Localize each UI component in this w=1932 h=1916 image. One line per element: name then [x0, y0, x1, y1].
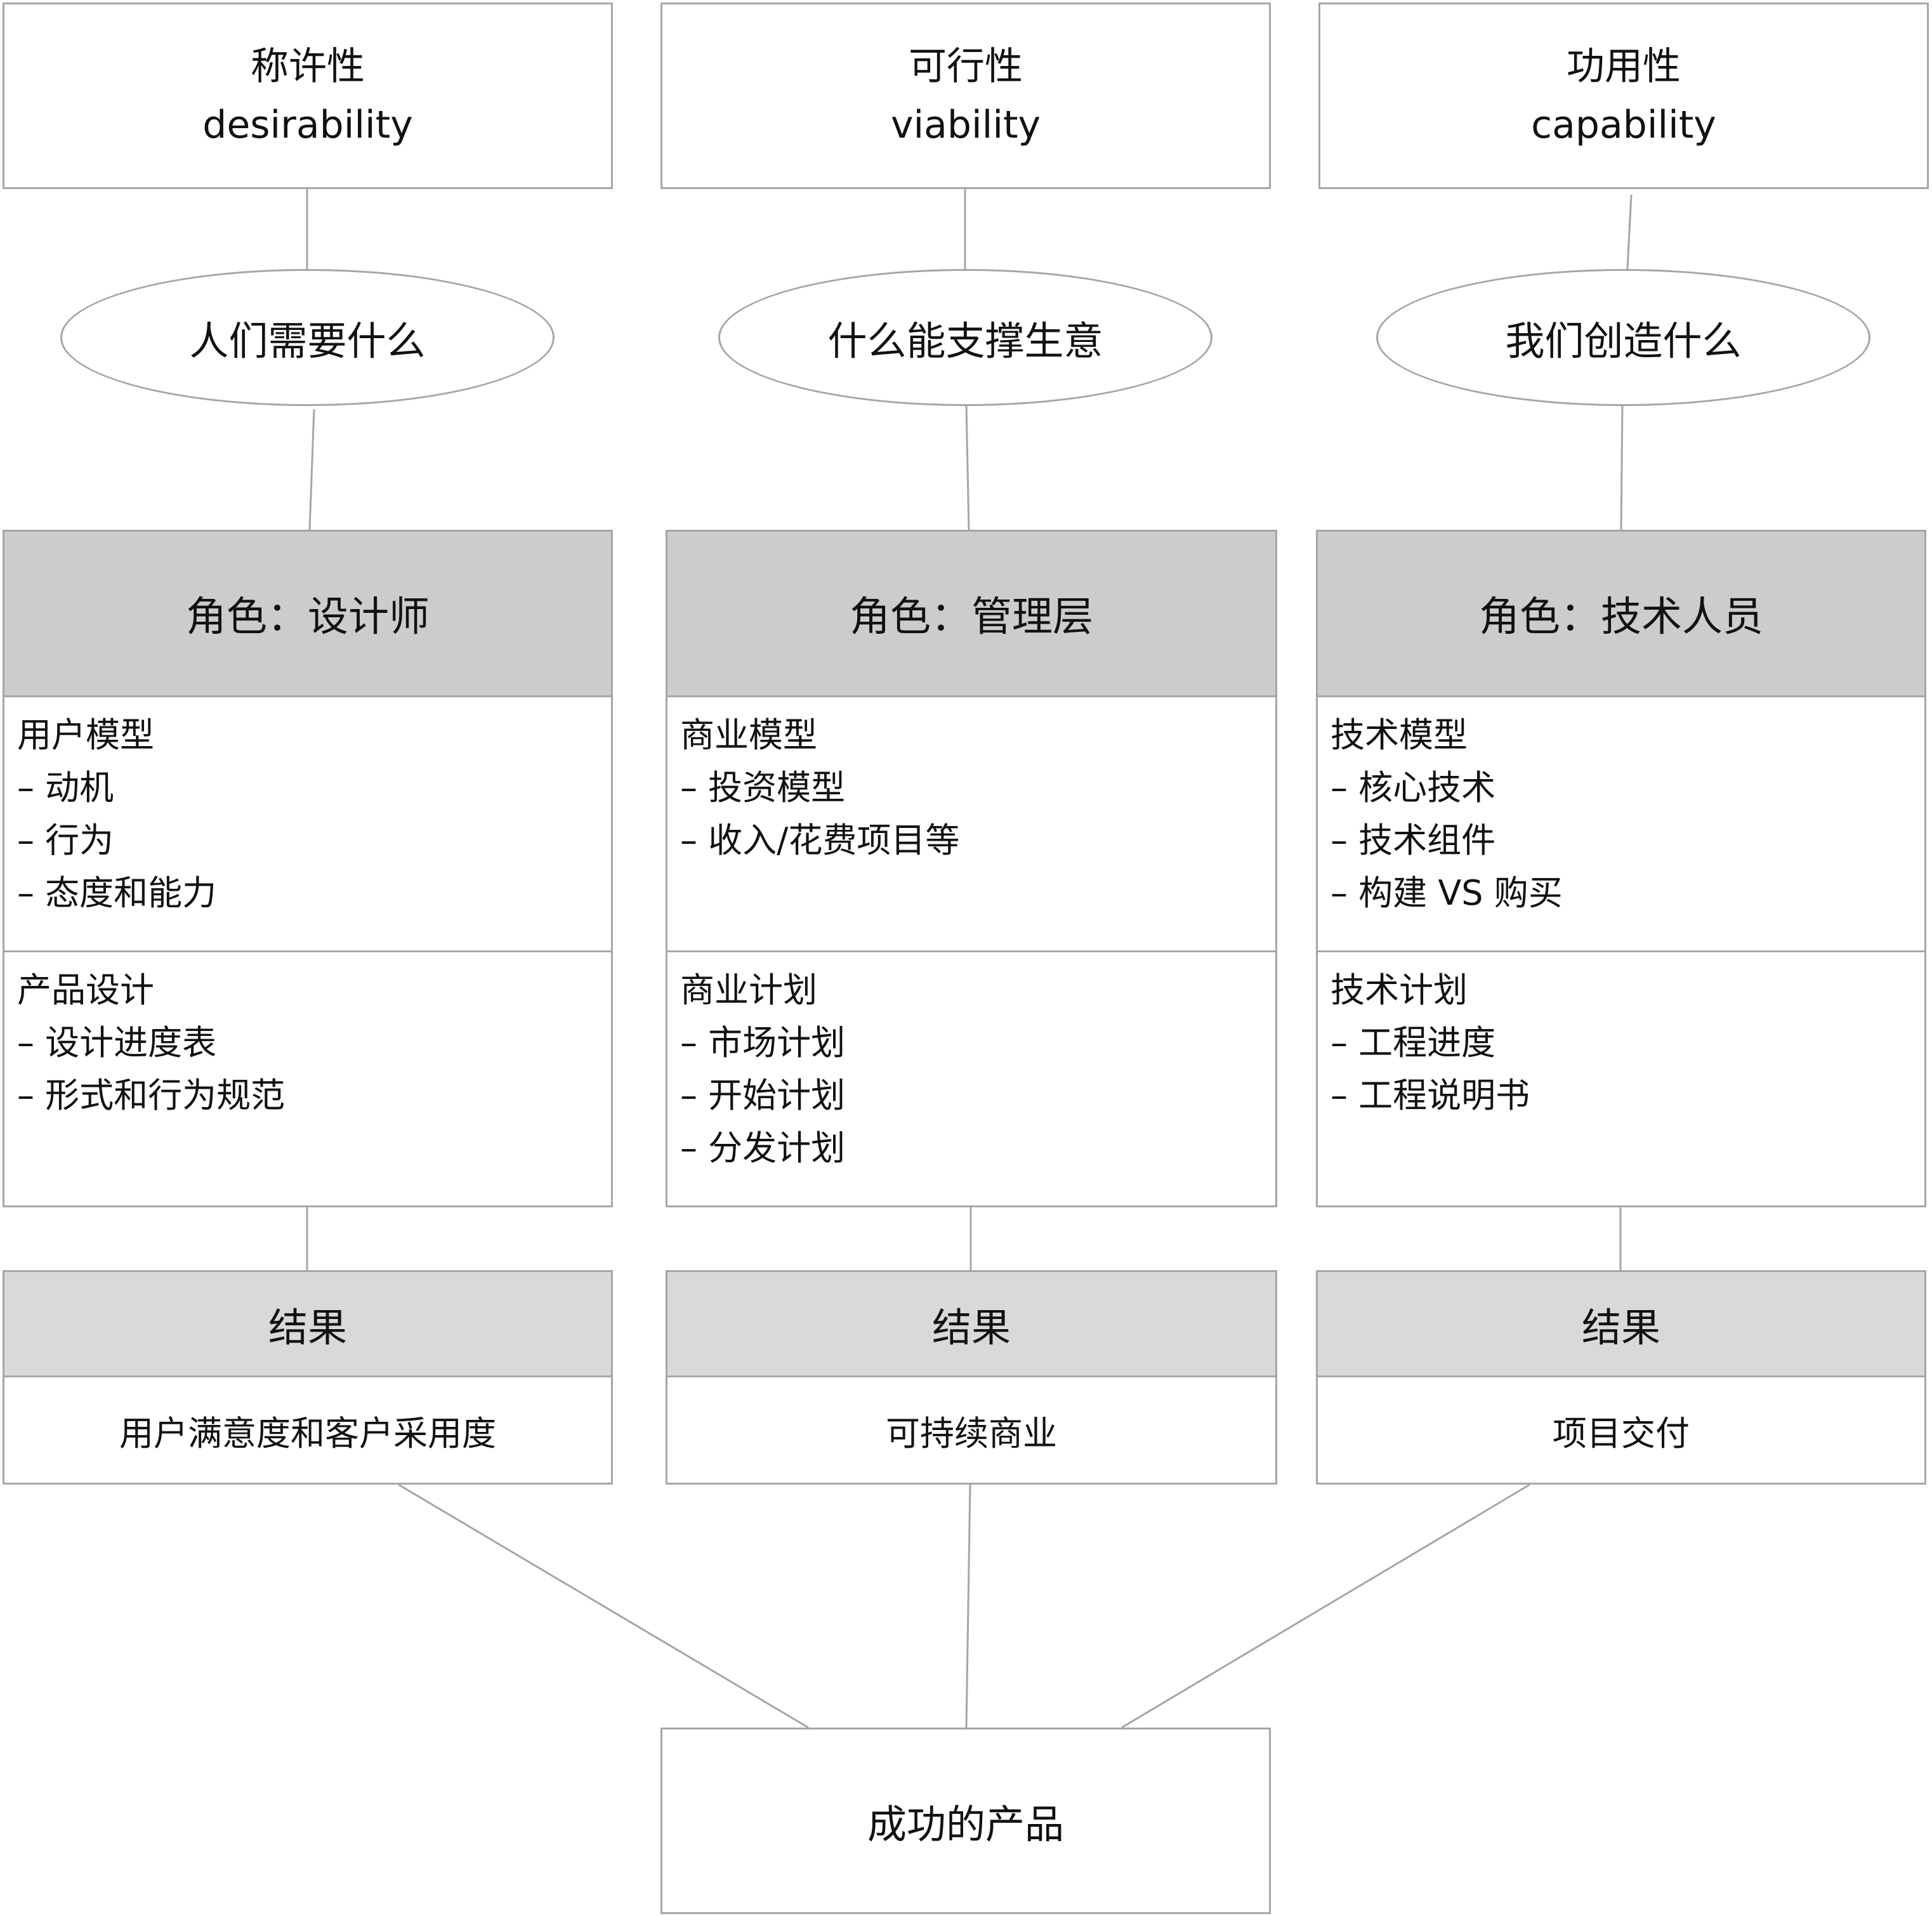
- section-heading: 商业计划: [680, 970, 817, 1010]
- section-product-design: 产品设计 – 设计进度表 – 形式和行为规范: [3, 952, 613, 1207]
- question-ellipse: 我们创造什么: [1376, 269, 1870, 406]
- question-text: 我们创造什么: [1505, 318, 1742, 364]
- result-header: 结果: [1316, 1270, 1926, 1377]
- section-heading: 商业模型: [680, 715, 817, 755]
- list-item: – 收入/花费项目等: [680, 820, 960, 860]
- connector: [965, 1484, 971, 1728]
- question-text: 什么能支撑生意: [827, 318, 1103, 364]
- title-cn: 可行性: [909, 44, 1023, 89]
- connector: [1626, 194, 1633, 270]
- connector: [1121, 1483, 1530, 1729]
- final-text: 成功的产品: [867, 1801, 1064, 1847]
- section-business-plan: 商业计划 – 市场计划 – 开始计划 – 分发计划: [666, 952, 1277, 1207]
- role-technical: 角色：技术人员 技术模型 – 核心技术 – 技术组件 – 构建 VS 购买 技术…: [1316, 530, 1926, 1207]
- result-text: 项目交付: [1316, 1377, 1926, 1485]
- role-header: 角色：管理层: [666, 530, 1277, 697]
- result-header: 结果: [3, 1270, 613, 1377]
- connector: [308, 409, 315, 530]
- list-item: – 核心技术: [1331, 768, 1496, 808]
- section-business-model: 商业模型 – 投资模型 – 收入/花费项目等: [666, 697, 1277, 952]
- list-item: – 分发计划: [680, 1128, 846, 1168]
- list-item: – 态度和能力: [17, 873, 217, 913]
- result-header: 结果: [666, 1270, 1277, 1377]
- section-heading: 产品设计: [17, 970, 154, 1010]
- section-heading: 技术计划: [1331, 970, 1468, 1010]
- list-item: – 工程进度: [1331, 1023, 1496, 1063]
- list-item: – 设计进度表: [17, 1023, 217, 1063]
- list-item: – 动机: [17, 768, 114, 808]
- section-user-model: 用户模型 – 动机 – 行为 – 态度和能力: [3, 697, 613, 952]
- list-item: – 构建 VS 购买: [1331, 873, 1563, 913]
- role-designer: 角色：设计师 用户模型 – 动机 – 行为 – 态度和能力 产品设计 – 设计进…: [3, 530, 613, 1207]
- section-tech-plan: 技术计划 – 工程进度 – 工程说明书: [1316, 952, 1926, 1207]
- list-item: – 工程说明书: [1331, 1075, 1530, 1115]
- question-ellipse: 什么能支撑生意: [718, 269, 1212, 406]
- title-en: desirability: [202, 103, 413, 147]
- role-management: 角色：管理层 商业模型 – 投资模型 – 收入/花费项目等 商业计划 – 市场计…: [666, 530, 1277, 1207]
- title-en: capability: [1531, 103, 1716, 147]
- connector: [398, 1483, 809, 1729]
- list-item: – 开始计划: [680, 1075, 846, 1115]
- capability-box: 功用性 capability: [1318, 3, 1929, 189]
- desirability-box: 称许性 desirability: [3, 3, 613, 189]
- connector: [965, 404, 970, 530]
- role-header: 角色：设计师: [3, 530, 613, 697]
- section-tech-model: 技术模型 – 核心技术 – 技术组件 – 构建 VS 购买: [1316, 697, 1926, 952]
- result-text: 可持续商业: [666, 1377, 1277, 1485]
- list-item: – 形式和行为规范: [17, 1075, 286, 1115]
- section-heading: 用户模型: [17, 715, 154, 755]
- viability-box: 可行性 viability: [660, 3, 1271, 189]
- list-item: – 行为: [17, 820, 114, 860]
- title-cn: 功用性: [1567, 44, 1681, 89]
- title-en: viability: [890, 103, 1041, 147]
- result-text: 用户满意度和客户采用度: [3, 1377, 613, 1485]
- title-cn: 称许性: [251, 44, 365, 89]
- question-ellipse: 人们需要什么: [60, 269, 555, 406]
- list-item: – 市场计划: [680, 1023, 846, 1063]
- result-technical: 结果 项目交付: [1316, 1270, 1926, 1485]
- list-item: – 技术组件: [1331, 820, 1496, 860]
- list-item: – 投资模型: [680, 768, 846, 808]
- question-text: 人们需要什么: [189, 318, 426, 364]
- connector: [1620, 404, 1624, 530]
- section-heading: 技术模型: [1331, 715, 1468, 755]
- result-management: 结果 可持续商业: [666, 1270, 1277, 1485]
- role-header: 角色：技术人员: [1316, 530, 1926, 697]
- successful-product-box: 成功的产品: [660, 1728, 1271, 1914]
- result-designer: 结果 用户满意度和客户采用度: [3, 1270, 613, 1485]
